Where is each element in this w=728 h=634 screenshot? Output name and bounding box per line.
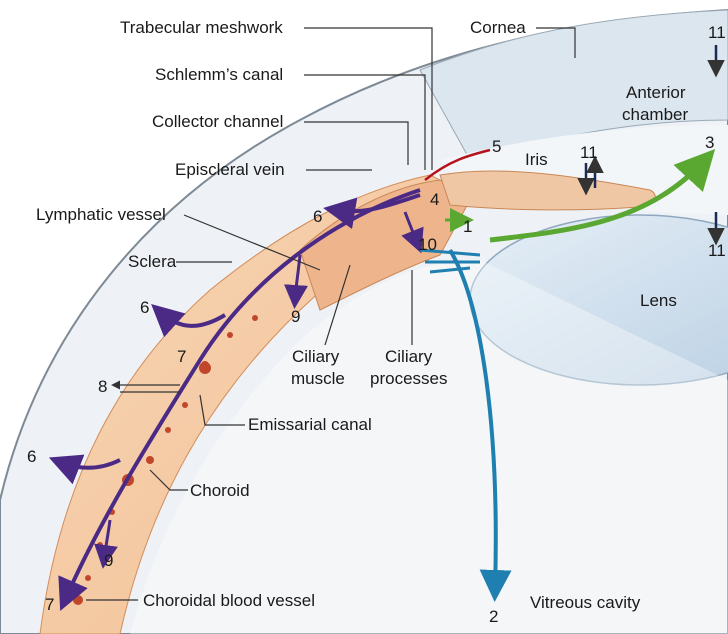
label-vitreous-cavity: Vitreous cavity	[530, 593, 641, 612]
label-emissarial-canal: Emissarial canal	[248, 415, 372, 434]
label-ciliary-muscle-1: Ciliary	[292, 347, 340, 366]
number-5: 5	[492, 137, 501, 156]
label-anterior-chamber-2: chamber	[622, 105, 688, 124]
number-2: 2	[489, 607, 498, 626]
label-ciliary-processes-1: Ciliary	[385, 347, 433, 366]
number-9-lower: 9	[104, 551, 113, 570]
number-4: 4	[430, 190, 439, 209]
label-cornea: Cornea	[470, 18, 526, 37]
label-lymphatic-vessel: Lymphatic vessel	[36, 205, 166, 224]
label-lens: Lens	[640, 291, 677, 310]
number-8: 8	[98, 377, 107, 396]
number-9-upper: 9	[291, 307, 300, 326]
number-3: 3	[705, 133, 714, 152]
label-episcleral-vein: Episcleral vein	[175, 160, 285, 179]
number-6-mid: 6	[140, 298, 149, 317]
label-ciliary-processes-2: processes	[370, 369, 447, 388]
number-7-upper: 7	[177, 347, 186, 366]
label-trabecular-meshwork: Trabecular meshwork	[120, 18, 283, 37]
label-schlemms-canal: Schlemm’s canal	[155, 65, 283, 84]
label-ciliary-muscle-2: muscle	[291, 369, 345, 388]
number-6-top: 6	[313, 207, 322, 226]
label-anterior-chamber-1: Anterior	[626, 83, 686, 102]
label-collector-channel: Collector channel	[152, 112, 283, 131]
number-11-cornea: 11	[708, 23, 726, 42]
number-10: 10	[418, 235, 437, 254]
number-1: 1	[463, 217, 472, 236]
label-choroid: Choroid	[190, 481, 250, 500]
label-sclera: Sclera	[128, 252, 177, 271]
label-iris: Iris	[525, 150, 548, 169]
number-11-lens: 11	[708, 241, 726, 260]
number-11-iris: 11	[580, 143, 598, 162]
number-7-lower: 7	[45, 595, 54, 614]
number-6-low: 6	[27, 447, 36, 466]
label-choroidal-blood-vessel: Choroidal blood vessel	[143, 591, 315, 610]
